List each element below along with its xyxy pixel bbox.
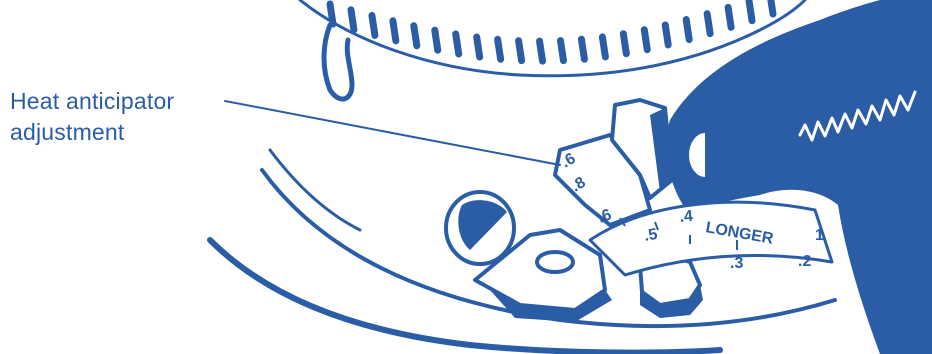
dial-serration xyxy=(372,15,375,35)
dial-serration xyxy=(770,0,773,14)
dial-serration xyxy=(686,20,689,40)
dial-serration xyxy=(623,34,626,54)
dial-serration xyxy=(560,41,563,61)
dial-serration xyxy=(498,39,501,59)
scale-label-8: 1 xyxy=(815,227,824,244)
dial-serration xyxy=(414,26,417,46)
dial-serration xyxy=(749,1,752,21)
dial-serration xyxy=(540,41,543,61)
dial-serration xyxy=(351,10,354,30)
dial-serration xyxy=(477,37,480,57)
dial-serration xyxy=(602,37,605,57)
dial-serration xyxy=(644,30,647,50)
dial-serration xyxy=(330,4,333,24)
left-hook xyxy=(324,25,352,99)
outer-arc-3 xyxy=(270,150,360,230)
dial-serration xyxy=(665,25,668,45)
dial-serration xyxy=(393,21,396,41)
scale-label-6: .3 xyxy=(730,255,743,272)
dial-serration xyxy=(707,14,710,34)
scale-label-5: .4 xyxy=(679,208,694,226)
dial-serration xyxy=(456,34,459,54)
dial-serration xyxy=(435,30,438,50)
scale-label-7: .2 xyxy=(798,253,811,270)
dial-serration xyxy=(519,41,522,61)
screw-hole-fill xyxy=(458,200,507,250)
dial-serration xyxy=(581,39,584,59)
dial-serration xyxy=(728,7,731,27)
